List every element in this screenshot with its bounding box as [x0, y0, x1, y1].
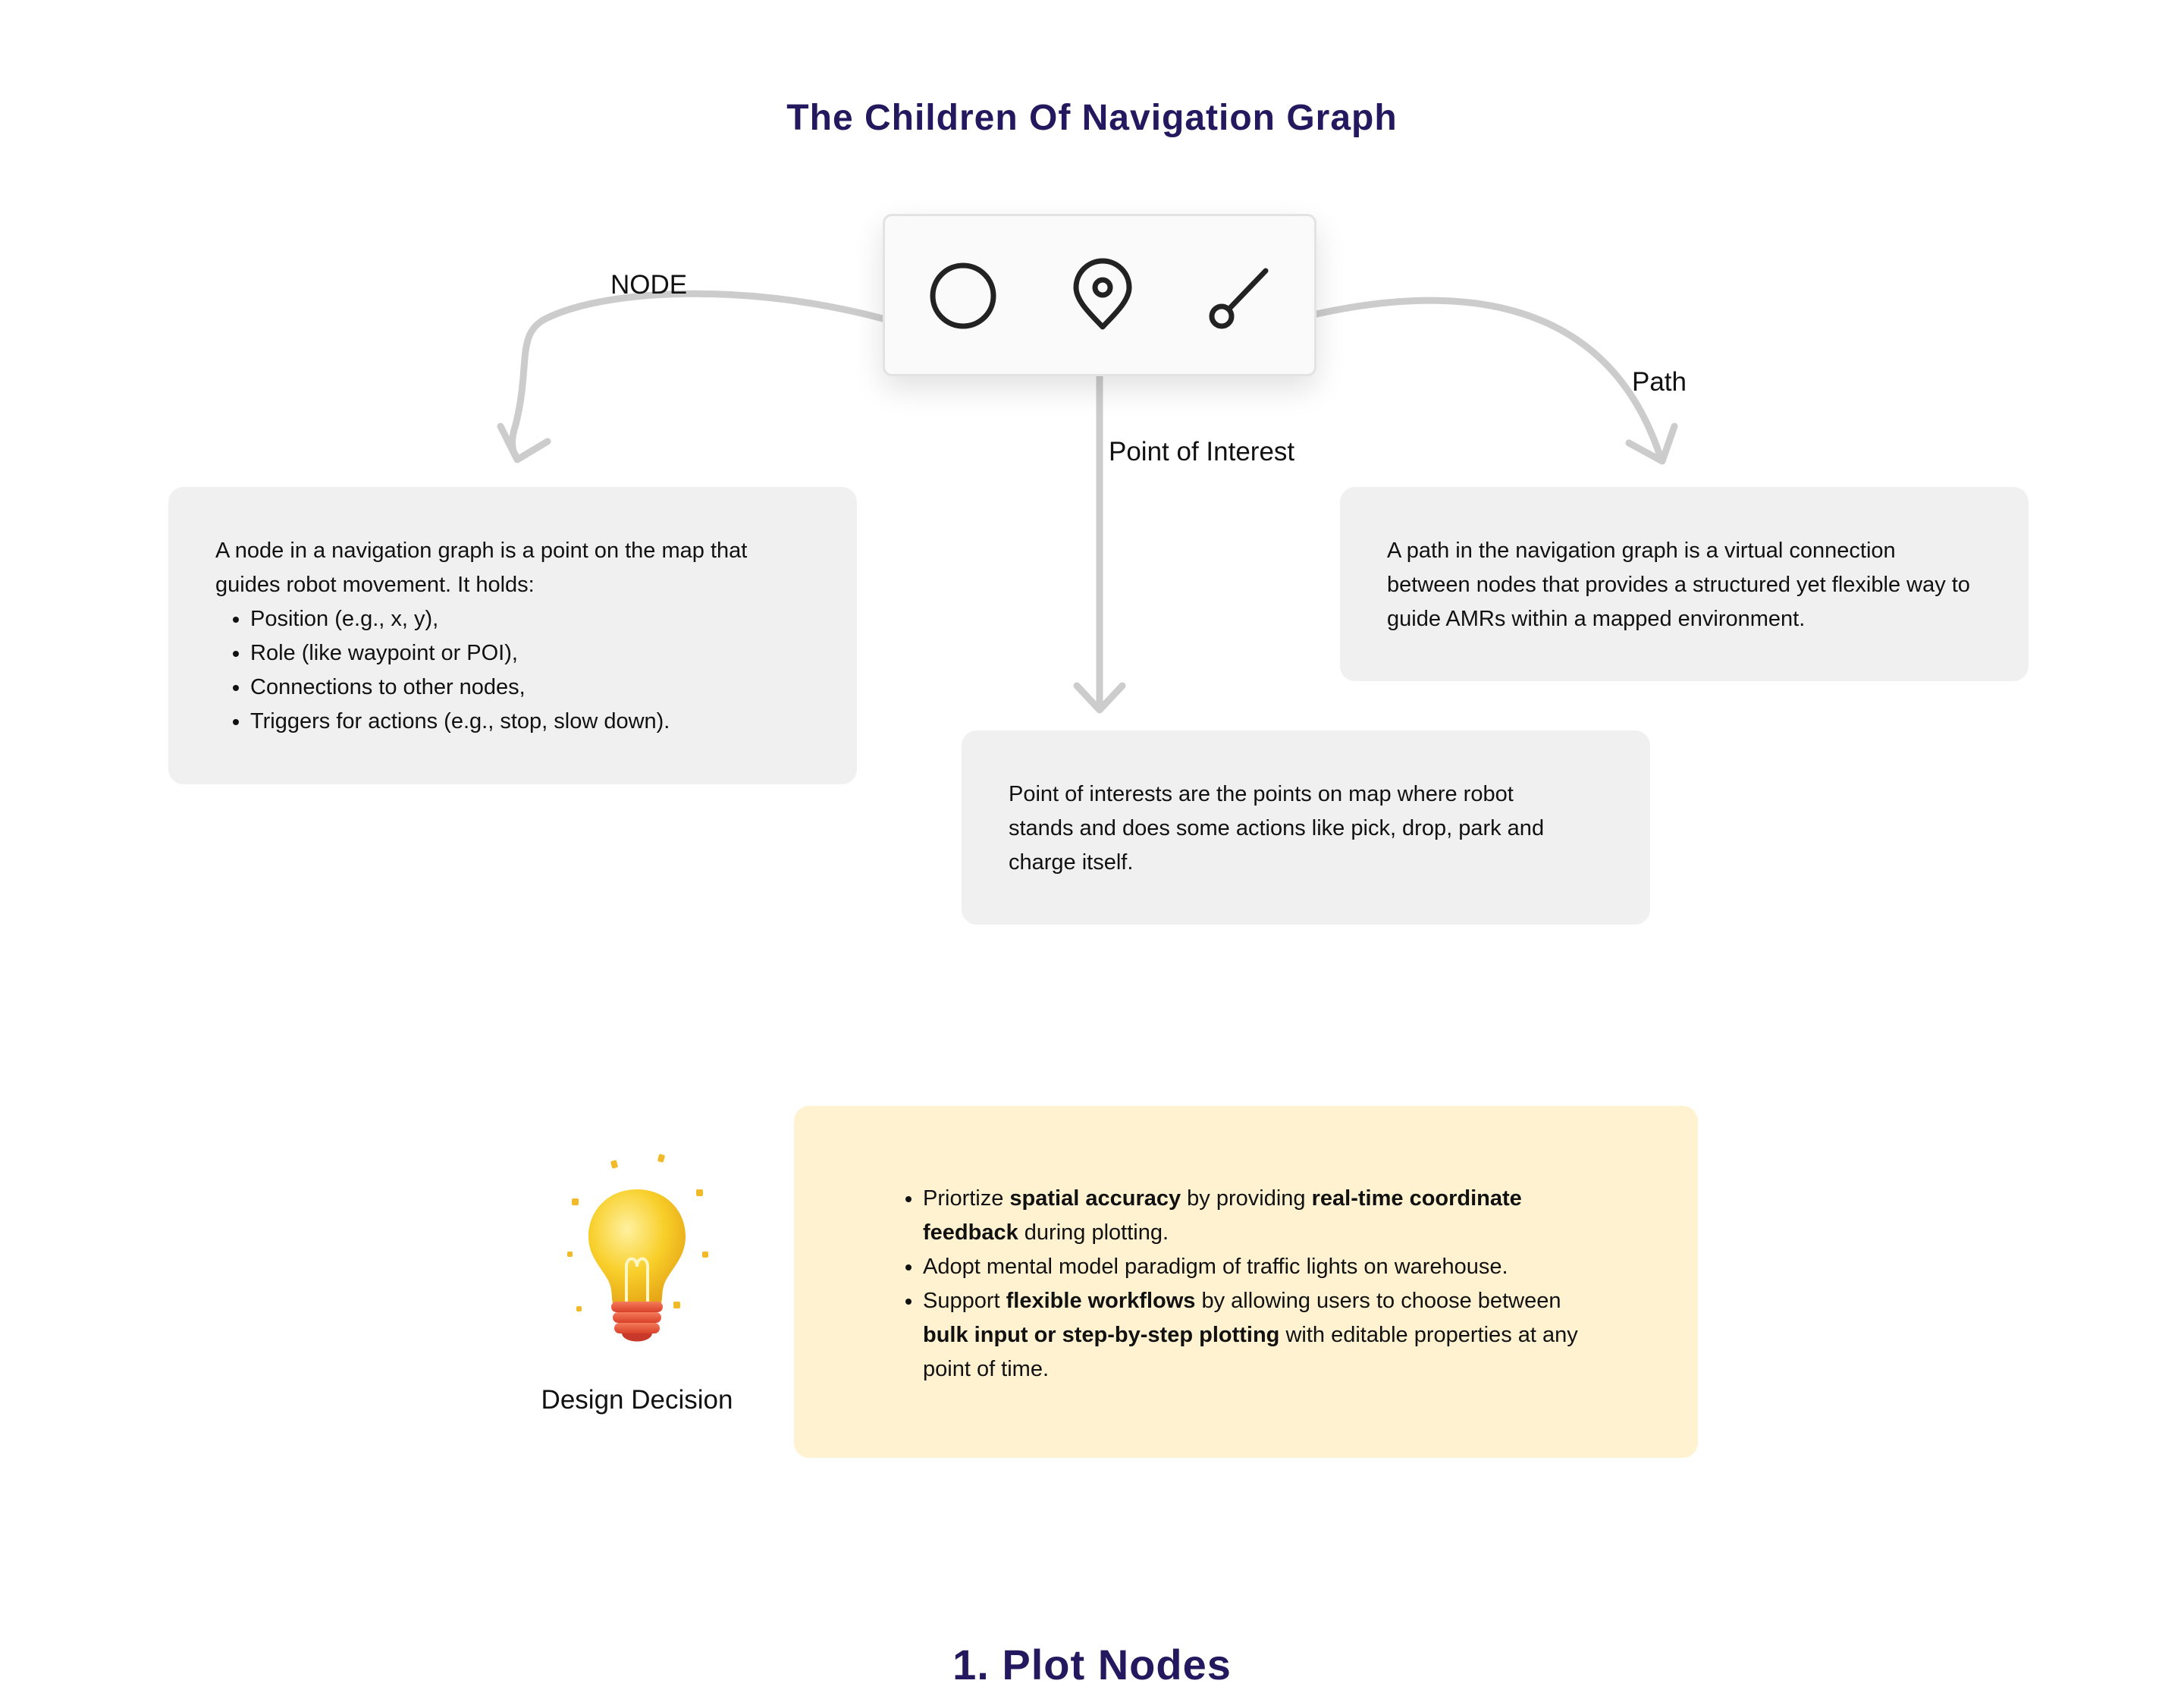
map-pin-icon[interactable] [1061, 254, 1144, 338]
design-decision-list: Priortize spatial accuracy by providing … [900, 1182, 1592, 1387]
list-item: Role (like waypoint or POI), [250, 636, 811, 671]
node-arrow [509, 290, 908, 459]
list-item: Connections to other nodes, [250, 671, 811, 705]
node-card-intro: A node in a navigation graph is a point … [215, 539, 748, 597]
node-card-list: Position (e.g., x, y), Role (like waypoi… [215, 602, 811, 739]
path-label: Path [1632, 367, 1687, 397]
list-item: Priortize spatial accuracy by providing … [923, 1182, 1592, 1250]
list-item: Adopt mental model paradigm of traffic l… [923, 1250, 1592, 1284]
node-description-card: A node in a navigation graph is a point … [168, 487, 857, 784]
design-decision-card: Priortize spatial accuracy by providing … [794, 1106, 1698, 1458]
poi-description-card: Point of interests are the points on map… [962, 730, 1650, 925]
design-decision-label: Design Decision [541, 1385, 733, 1415]
node-arrow-head [497, 422, 551, 463]
section-title: 1. Plot Nodes [952, 1641, 1232, 1688]
list-item: Triggers for actions (e.g., stop, slow d… [250, 705, 811, 739]
poi-arrow-head [1073, 682, 1126, 714]
list-item: Support flexible workflows by allowing u… [923, 1284, 1592, 1387]
list-item: Position (e.g., x, y), [250, 602, 811, 636]
path-line-icon[interactable] [1200, 254, 1284, 338]
poi-card-text: Point of interests are the points on map… [1009, 782, 1545, 875]
poi-label: Point of Interest [1109, 437, 1295, 466]
path-arrow-head [1625, 422, 1678, 465]
node-label: NODE [610, 270, 688, 300]
path-arrow [1264, 297, 1665, 462]
path-card-text: A path in the navigation graph is a virt… [1387, 539, 1970, 631]
icon-toolbar [883, 214, 1316, 376]
page-title: The Children Of Navigation Graph [786, 98, 1398, 138]
path-description-card: A path in the navigation graph is a virt… [1340, 487, 2029, 681]
lightbulb-icon [567, 1154, 708, 1342]
circle-icon[interactable] [921, 254, 1005, 338]
